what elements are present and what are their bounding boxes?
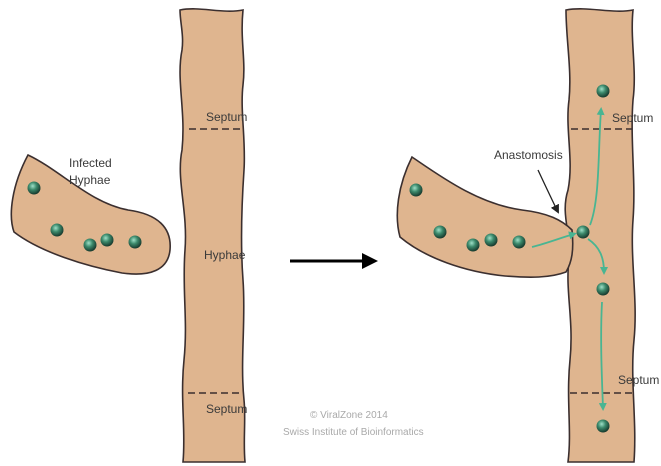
nucleus-right-5 (513, 236, 526, 249)
nucleus-right-2 (434, 226, 447, 239)
nucleus-right-4 (485, 234, 498, 247)
left-hypha-vertical (180, 9, 245, 462)
left-septum-top-label: Septum (206, 110, 247, 125)
right-septum-top-label: Septum (612, 111, 653, 126)
infected-hyphae-label-line2: Hyphae (69, 173, 110, 188)
watermark-line1: © ViralZone 2014 (310, 410, 388, 421)
nucleus-right-3 (467, 239, 480, 252)
nucleus-right-7 (597, 85, 610, 98)
nucleus-right-6 (577, 226, 590, 239)
watermark-line2: Swiss Institute of Bioinformatics (283, 427, 424, 438)
nucleus-right-9 (597, 420, 610, 433)
nucleus-left-3 (84, 239, 97, 252)
right-hypha-vertical (565, 9, 635, 462)
anastomosis-label: Anastomosis (494, 148, 563, 163)
nucleus-left-1 (28, 182, 41, 195)
anastomosis-pointer (538, 170, 558, 212)
nucleus-right-1 (410, 184, 423, 197)
nucleus-left-5 (129, 236, 142, 249)
left-hyphae-label: Hyphae (204, 248, 245, 263)
nucleus-right-8 (597, 283, 610, 296)
nucleus-left-2 (51, 224, 64, 237)
infected-hyphae-label-line1: Infected (69, 156, 112, 171)
nucleus-left-4 (101, 234, 114, 247)
left-septum-bottom-label: Septum (206, 402, 247, 417)
right-infected-hypha (397, 157, 572, 277)
right-septum-bottom-label: Septum (618, 373, 659, 388)
